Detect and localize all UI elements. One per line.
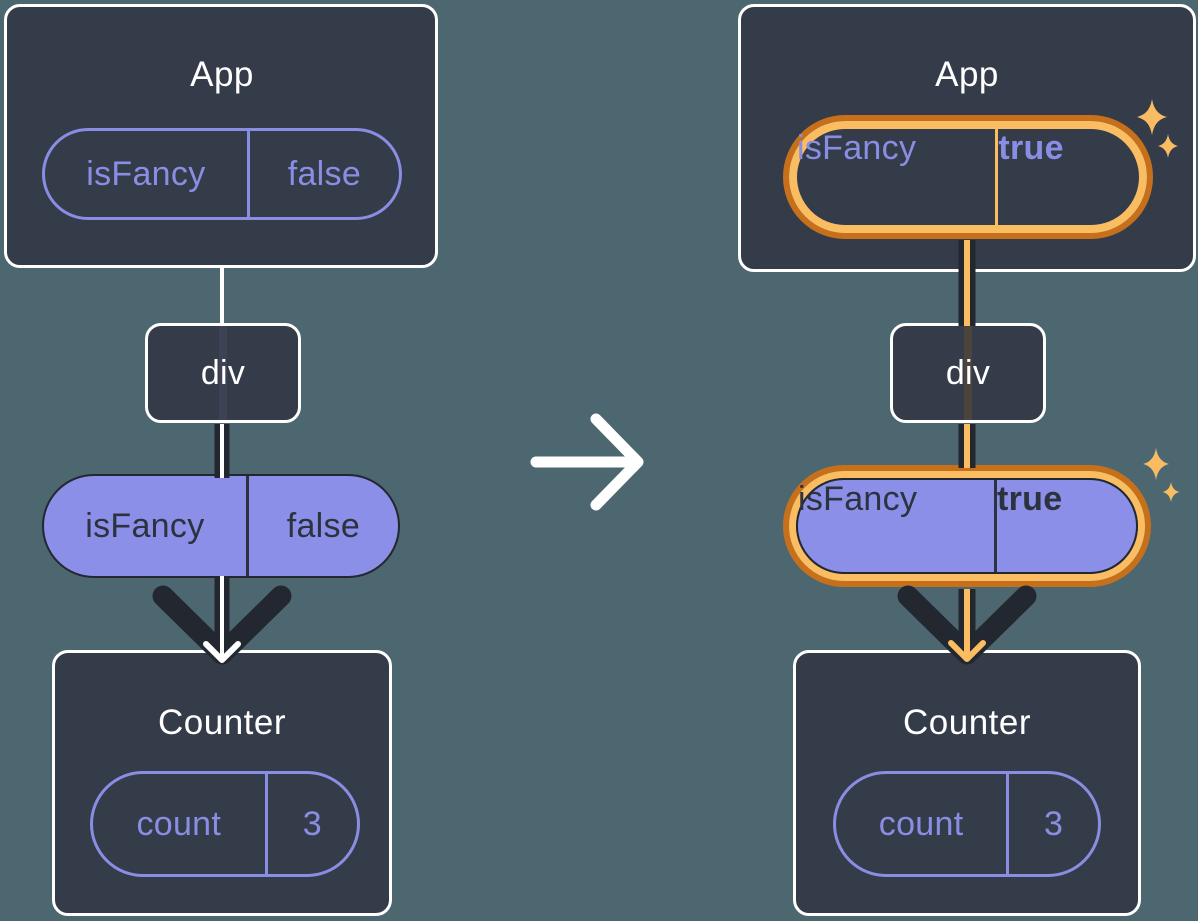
prop-name: isFancy — [86, 154, 206, 193]
pill-divider — [994, 480, 998, 572]
prop-line-through-node — [964, 326, 972, 420]
counter-title-after: Counter — [902, 703, 1032, 742]
state-name: count — [136, 804, 222, 843]
state-name: count — [878, 804, 964, 843]
highlight-ring-inner: isFancy true — [789, 121, 1147, 233]
state-value: 3 — [1044, 804, 1064, 843]
prop-value: false — [286, 506, 361, 545]
sparkle-icon — [1143, 448, 1180, 502]
pill-divider — [245, 476, 249, 576]
prop-value: false — [287, 154, 362, 193]
arrow-right-icon — [530, 413, 644, 511]
prop-name: isFancy — [797, 129, 917, 167]
highlight-ring-inner: isFancy true — [789, 471, 1145, 581]
count-state-pill-before: count 3 — [90, 771, 360, 877]
highlight-ring: isFancy true — [783, 115, 1153, 239]
prop-name: isFancy — [85, 506, 205, 545]
arrow-down-icon — [152, 576, 292, 665]
prop-line-through-node — [219, 326, 227, 420]
prop-name: isFancy — [798, 480, 918, 518]
pill-divider — [995, 129, 999, 225]
arrow-down-icon — [897, 585, 1037, 665]
pill-divider — [1006, 774, 1010, 874]
highlight-ring: isFancy true — [783, 465, 1151, 587]
prop-value: true — [998, 129, 1064, 167]
prop-value: true — [997, 480, 1063, 518]
counter-title-before: Counter — [157, 703, 287, 742]
count-state-pill-after: count 3 — [833, 771, 1101, 877]
state-value: 3 — [302, 804, 322, 843]
div-label-after: div — [945, 353, 991, 392]
app-prop-pill-after: isFancy true — [797, 129, 1139, 225]
passed-prop-pill-after: isFancy true — [796, 478, 1138, 574]
app-title-before: App — [190, 55, 254, 94]
app-title-after: App — [935, 55, 999, 94]
pill-divider — [246, 131, 250, 217]
pill-divider — [264, 774, 268, 874]
div-label-before: div — [200, 353, 246, 392]
div-node-before: div — [145, 323, 301, 423]
passed-prop-pill-before: isFancy false — [42, 474, 400, 578]
app-prop-pill-before: isFancy false — [42, 128, 402, 220]
div-node-after: div — [890, 323, 1046, 423]
